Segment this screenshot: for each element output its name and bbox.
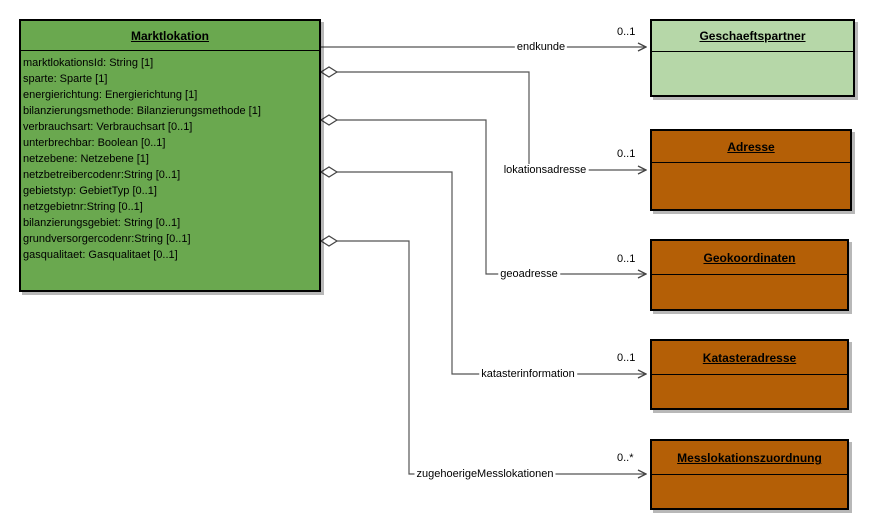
role-label: endkunde: [514, 41, 568, 53]
class-title: Geschaeftspartner: [652, 21, 853, 52]
attribute: verbrauchsart: Verbrauchsart [0..1]: [23, 121, 193, 133]
role-label: zugehoerigeMesslokationen: [414, 468, 556, 480]
class-messlokationszuordnung[interactable]: Messlokationszuordnung: [650, 439, 849, 510]
attribute: grundversorgercodenr:String [0..1]: [23, 233, 191, 245]
class-marktlokation[interactable]: Marktlokation marktlokationsId: String […: [19, 19, 321, 292]
class-title: Adresse: [652, 131, 850, 163]
aggregation-diamond: [319, 166, 339, 178]
attribute: bilanzierungsgebiet: String [0..1]: [23, 217, 181, 229]
katasterinformation-line: [337, 171, 646, 374]
attribute: unterbrechbar: Boolean [0..1]: [23, 137, 166, 149]
class-title: Katasteradresse: [652, 341, 847, 375]
aggregation-diamond: [319, 235, 339, 247]
class-title: Geokoordinaten: [652, 241, 847, 275]
role-label: katasterinformation: [479, 368, 577, 380]
attribute: gasqualitaet: Gasqualitaet [0..1]: [23, 249, 178, 261]
multiplicity-label: 0..1: [617, 352, 636, 364]
class-geokoordinaten[interactable]: Geokoordinaten: [650, 239, 849, 311]
multiplicity-label: 0..*: [617, 452, 634, 464]
attribute: netzgebietnr:String [0..1]: [23, 201, 143, 213]
geoadresse-line: [337, 119, 646, 274]
attribute: bilanzierungsmethode: Bilanzierungsmetho…: [23, 105, 261, 117]
lokationsadresse-line: [337, 71, 646, 170]
class-adresse[interactable]: Adresse: [650, 129, 852, 211]
class-title: Marktlokation: [21, 21, 319, 51]
attribute: energierichtung: Energierichtung [1]: [23, 89, 198, 101]
role-label: lokationsadresse: [501, 164, 589, 176]
aggregation-diamond: [319, 66, 339, 78]
attribute: marktlokationsId: String [1]: [23, 57, 154, 69]
multiplicity-label: 0..1: [617, 26, 636, 38]
attribute: gebietstyp: GebietTyp [0..1]: [23, 185, 157, 197]
attribute: netzbetreibercodenr:String [0..1]: [23, 169, 181, 181]
class-title: Messlokationszuordnung: [652, 441, 847, 475]
class-katasteradresse[interactable]: Katasteradresse: [650, 339, 849, 410]
role-label: geoadresse: [498, 268, 560, 280]
attribute-list: marktlokationsId: String [1] sparte: Spa…: [21, 51, 319, 263]
multiplicity-label: 0..1: [617, 148, 636, 160]
aggregation-diamond: [319, 114, 339, 126]
zugehoerigeMesslokationen-line: [337, 240, 646, 474]
attribute: sparte: Sparte [1]: [23, 73, 108, 85]
class-geschaeftspartner[interactable]: Geschaeftspartner: [650, 19, 855, 97]
multiplicity-label: 0..1: [617, 253, 636, 265]
attribute: netzebene: Netzebene [1]: [23, 153, 149, 165]
